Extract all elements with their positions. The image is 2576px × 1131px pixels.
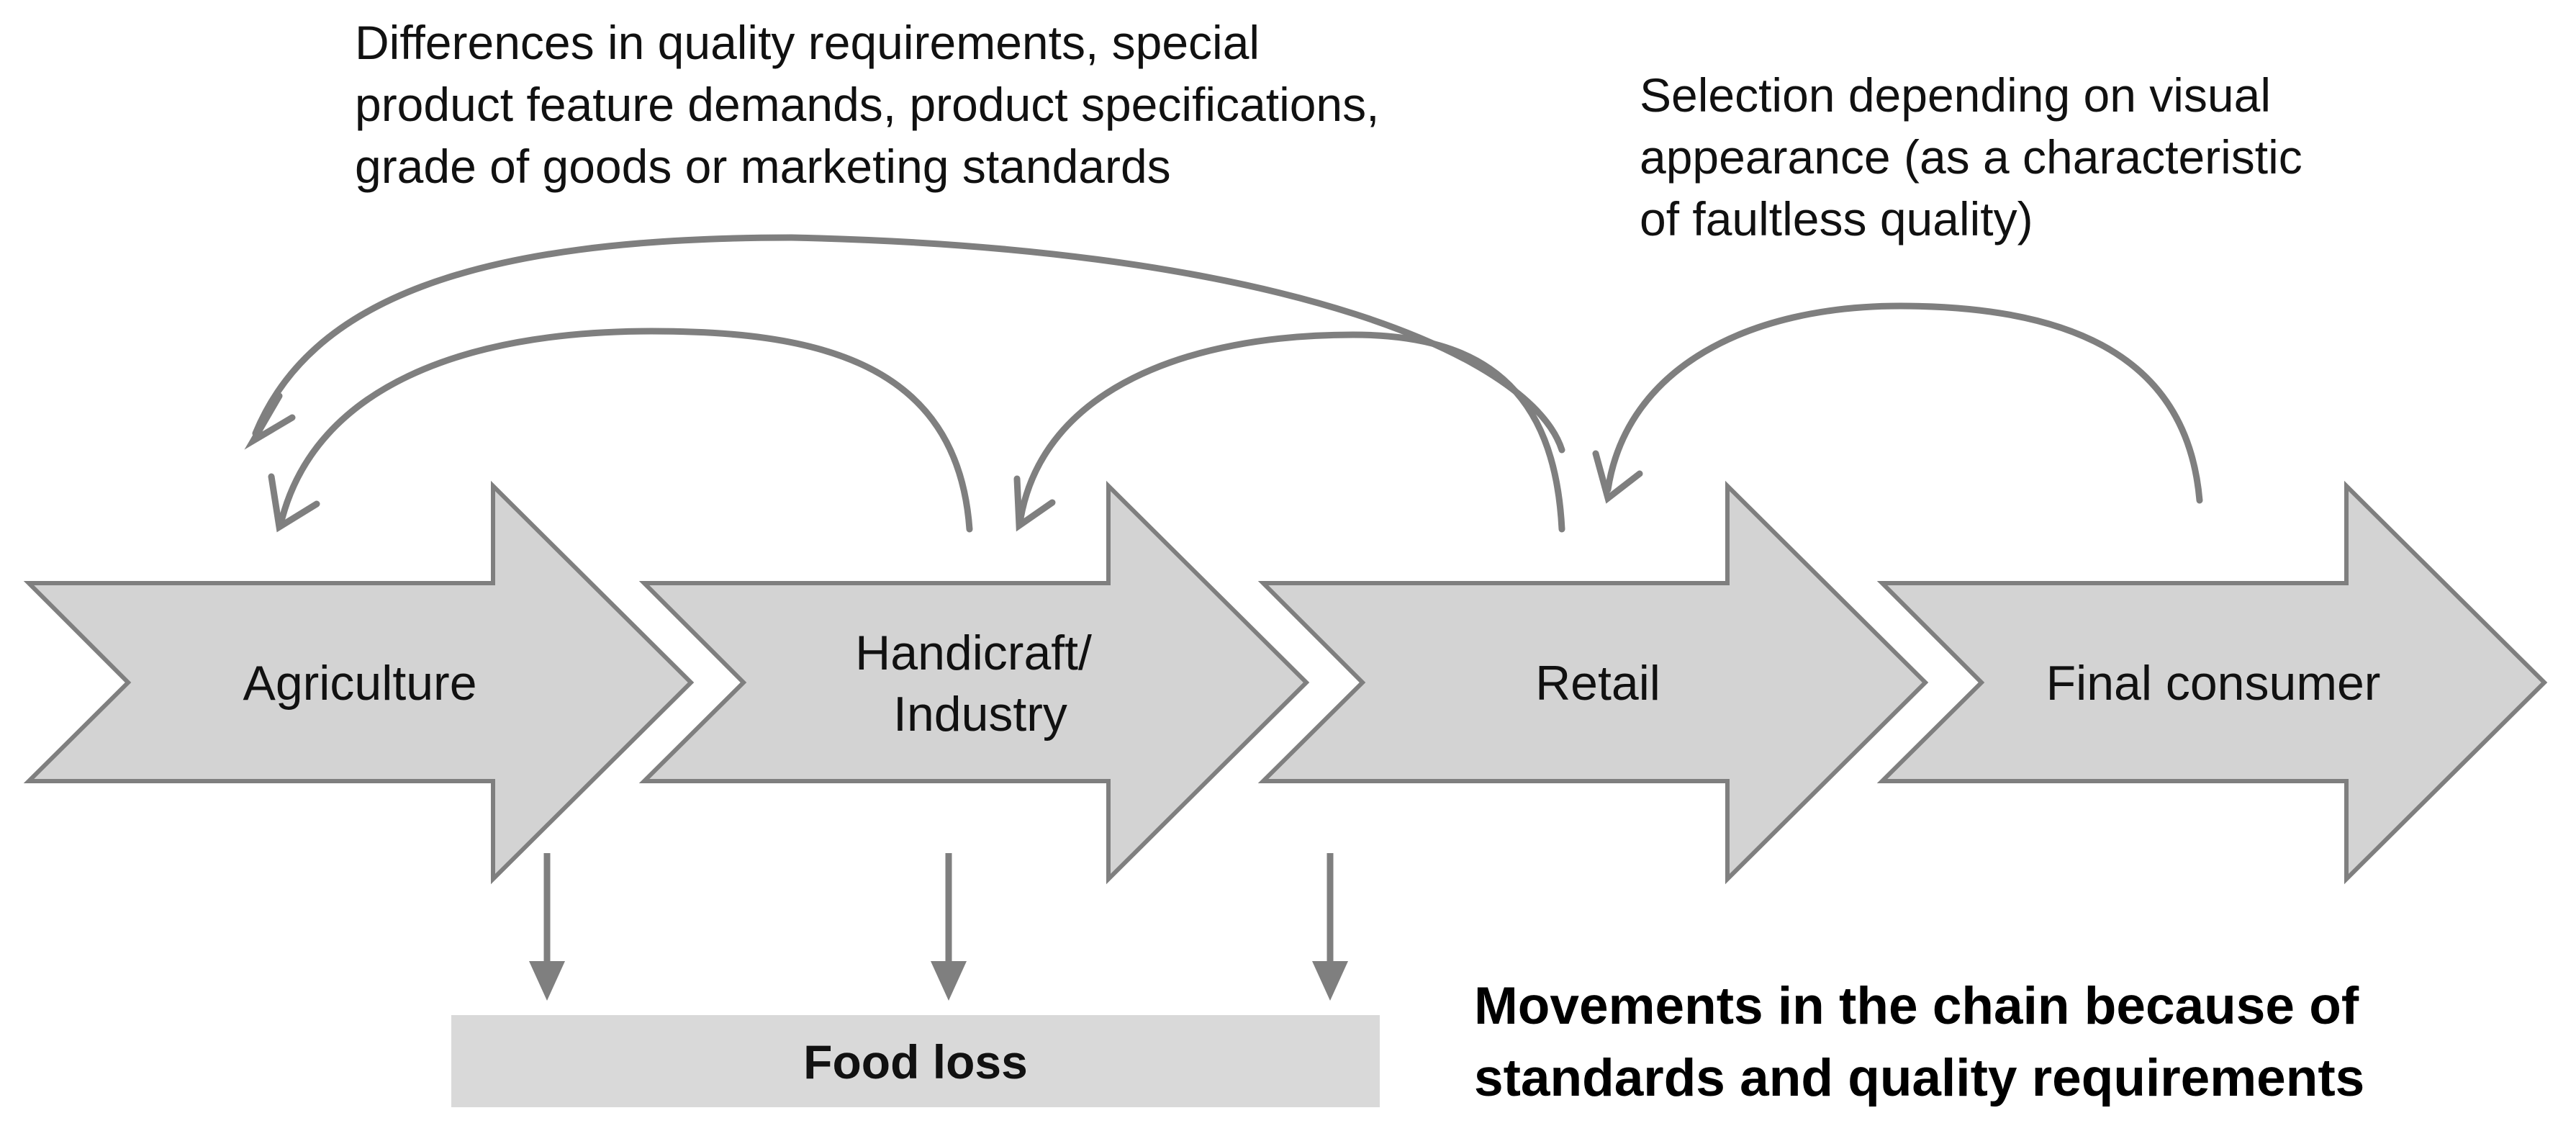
- feedback-arrow-consumer-to-retail: [1604, 302, 2203, 504]
- stage-labels: Agriculture Handicraft/ Industry Retail …: [243, 626, 2380, 742]
- feedback-arrow-industry-to-agriculture: [279, 328, 973, 533]
- chevron-industry: [638, 480, 1310, 885]
- food-loss: Food loss: [451, 1015, 1380, 1107]
- stage-label-final-consumer: Final consumer: [2046, 656, 2381, 711]
- feedback-arrow-retail-to-industry-head: [1013, 475, 1056, 532]
- stage-label-industry: Handicraft/ Industry: [855, 626, 1106, 742]
- feedback-arrow-retail-to-agriculture-head: [244, 392, 296, 450]
- diagram-caption: Movements in the chain because of standa…: [1474, 977, 2373, 1107]
- food-loss-box: [451, 1015, 1380, 1107]
- stage-label-retail: Retail: [1535, 656, 1660, 711]
- feedback-arrows: [244, 234, 2203, 533]
- loss-arrow-industry-head: [931, 961, 967, 1001]
- feedback-arrow-consumer-to-retail-head: [1592, 450, 1643, 504]
- loss-arrows: [529, 853, 1348, 1001]
- chain: [23, 480, 2548, 885]
- annotation-quality-differences: Differences in quality requirements, spe…: [355, 16, 1393, 193]
- chevron-agriculture: [23, 480, 695, 885]
- stage-label-agriculture: Agriculture: [243, 656, 476, 711]
- chevron-final-consumer: [1876, 480, 2548, 885]
- feedback-arrow-retail-to-industry: [1017, 331, 1565, 533]
- chevron-retail: [1257, 480, 1929, 885]
- loss-arrow-retail-head: [1312, 961, 1348, 1001]
- feedback-arrow-retail-to-agriculture: [252, 234, 1565, 454]
- food-loss-label: Food loss: [803, 1035, 1028, 1089]
- feedback-arrow-industry-to-agriculture-head: [268, 473, 320, 533]
- annotation-visual-selection: Selection depending on visual appearance…: [1640, 68, 2315, 245]
- loss-arrow-agriculture-head: [529, 961, 565, 1001]
